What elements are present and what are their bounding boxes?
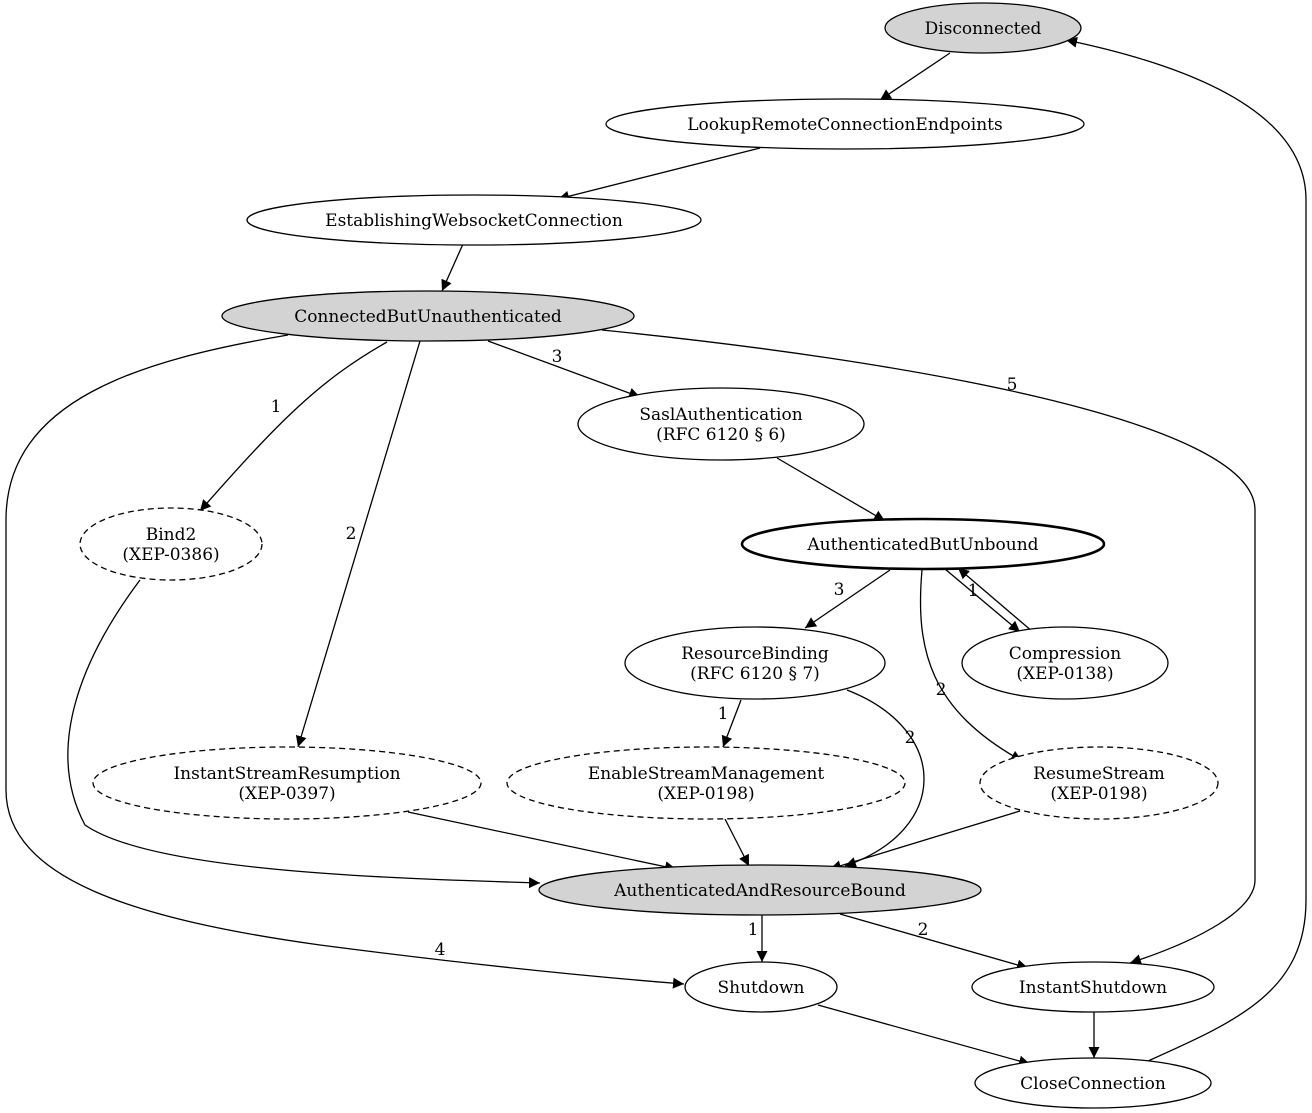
edge-label-authbound-shutdown: 1 [748, 920, 759, 940]
node-shutdown: Shutdown [684, 961, 838, 1013]
node-closeconnection-label: CloseConnection [1020, 1074, 1166, 1094]
edge-resourcebinding-authbound [844, 689, 925, 868]
node-authunbound-label: AuthenticatedButUnbound [806, 535, 1038, 555]
node-esm-label-line2: (XEP-0198) [657, 784, 754, 804]
edge-label-connected-bind2: 1 [271, 397, 282, 417]
node-websocket-label: EstablishingWebsocketConnection [325, 211, 623, 231]
node-isr-label-line1: InstantStreamResumption [173, 764, 400, 784]
edge-label-connected-shutdown: 4 [435, 940, 446, 960]
node-lookup-label: LookupRemoteConnectionEndpoints [687, 115, 1002, 135]
edge-label-authunbound-resourcebinding: 3 [834, 580, 845, 600]
edge-connected-shutdown [5, 334, 685, 989]
node-instant-shutdown: InstantShutdown [971, 961, 1215, 1013]
node-instantshutdown-shape [971, 961, 1215, 1013]
node-lookup-shape [605, 98, 1085, 150]
edge-authunbound-resume [919, 569, 1023, 762]
node-disconnected: Disconnected [884, 2, 1082, 54]
node-sasl-label-line1: SaslAuthentication [639, 405, 802, 425]
edge-esm-authbound [724, 818, 750, 867]
node-connected-label: ConnectedButUnauthenticated [294, 307, 562, 327]
node-resourcebinding-label-line1: ResourceBinding [681, 644, 829, 664]
node-resume-label-line2: (XEP-0198) [1050, 784, 1147, 804]
node-authbound-shape [538, 864, 982, 916]
edge-resume-authbound [829, 810, 1021, 872]
node-compression-label-line1: Compression [1009, 644, 1122, 664]
edge-closeconnection-disconnected [1065, 36, 1307, 1062]
node-compression-label-line2: (XEP-0138) [1016, 664, 1113, 684]
node-establishing-websocket-connection: EstablishingWebsocketConnection [246, 194, 702, 246]
edge-connected-isr [295, 340, 421, 748]
node-shutdown-shape [684, 961, 838, 1013]
node-compression-shape [961, 626, 1169, 700]
edge-shutdown-closeconnection [817, 1004, 1031, 1067]
edge-label-authbound-instantshutdown: 2 [918, 920, 929, 940]
node-resource-binding: ResourceBinding (RFC 6120 § 7) [624, 626, 886, 700]
edge-authunbound-resourcebinding [804, 569, 891, 629]
node-resume-shape [979, 746, 1219, 820]
node-bind2: Bind2 (XEP-0386) [79, 507, 263, 581]
node-authbound-label: AuthenticatedAndResourceBound [613, 881, 906, 901]
node-instant-stream-resumption: InstantStreamResumption (XEP-0397) [92, 746, 482, 820]
node-bind2-label-line2: (XEP-0386) [122, 545, 219, 565]
node-close-connection: CloseConnection [974, 1057, 1212, 1109]
edge-authbound-instantshutdown [839, 913, 1029, 971]
node-disconnected-shape [884, 2, 1082, 54]
node-bind2-label-line1: Bind2 [146, 525, 197, 545]
node-isr-label-line2: (XEP-0397) [238, 784, 335, 804]
node-sasl-shape [577, 387, 865, 461]
node-lookup-remote-connection-endpoints: LookupRemoteConnectionEndpoints [605, 98, 1085, 150]
node-websocket-shape [246, 194, 702, 246]
edge-label-resourcebinding-authbound: 2 [905, 728, 916, 748]
edge-connected-instantshutdown [601, 329, 1256, 965]
node-authenticated-but-unbound: AuthenticatedButUnbound [740, 517, 1106, 571]
edge-disconnected-lookup [879, 52, 951, 101]
node-connected-shape [221, 290, 635, 342]
edge-label-resourcebinding-esm: 1 [718, 704, 729, 724]
node-esm-label-line1: EnableStreamManagement [588, 764, 824, 784]
node-isr-shape [92, 746, 482, 820]
node-esm-shape [506, 746, 906, 820]
edge-label-connected-instantshutdown: 5 [1007, 375, 1018, 395]
edge-label-authunbound-compression: 1 [968, 581, 979, 601]
node-connected-but-unauthenticated: ConnectedButUnauthenticated [221, 290, 635, 342]
node-resume-label-line1: ResumeStream [1033, 764, 1165, 784]
node-authenticated-and-resource-bound: AuthenticatedAndResourceBound [538, 864, 982, 916]
edge-sasl-authunbound [776, 457, 886, 522]
node-bind2-shape [79, 507, 263, 581]
edge-label-connected-sasl: 3 [552, 347, 563, 367]
edge-compression-authunbound [957, 567, 1034, 633]
edge-authunbound-compression [944, 568, 1021, 633]
node-shutdown-label: Shutdown [718, 978, 805, 998]
edge-lookup-websocket [557, 147, 761, 202]
node-closeconnection-shape [974, 1057, 1212, 1109]
node-compression: Compression (XEP-0138) [961, 626, 1169, 700]
node-sasl-label-line2: (RFC 6120 § 6) [656, 425, 786, 445]
edge-connected-sasl [487, 340, 641, 399]
edge-label-connected-isr: 2 [346, 524, 357, 544]
edge-connected-bind2 [199, 341, 388, 512]
node-instantshutdown-label: InstantShutdown [1019, 978, 1167, 998]
node-authunbound-shape [740, 517, 1106, 571]
node-enable-stream-management: EnableStreamManagement (XEP-0198) [506, 746, 906, 820]
edge-label-authunbound-resume: 2 [936, 680, 947, 700]
node-resourcebinding-shape [624, 626, 886, 700]
edge-resourcebinding-esm [721, 699, 742, 748]
edge-bind2-authbound [67, 579, 541, 889]
edge-isr-authbound [407, 811, 677, 873]
node-resume-stream: ResumeStream (XEP-0198) [979, 746, 1219, 820]
node-resourcebinding-label-line2: (RFC 6120 § 7) [690, 664, 820, 684]
node-disconnected-label: Disconnected [925, 19, 1042, 39]
edge-websocket-connected [441, 243, 464, 292]
node-sasl-authentication: SaslAuthentication (RFC 6120 § 6) [577, 387, 865, 461]
